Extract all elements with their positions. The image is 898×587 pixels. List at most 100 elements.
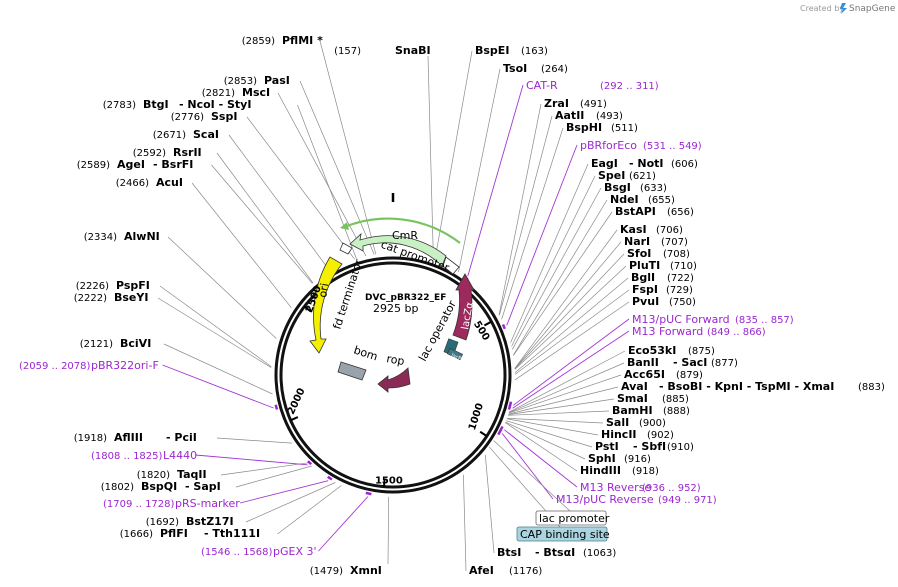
lac-promoter-leader — [493, 440, 571, 512]
site-rsrii: RsrII — [173, 146, 202, 159]
primer-leader — [195, 454, 308, 466]
leader-line — [514, 289, 630, 375]
primer-m13-puc-reverse: M13/pUC Reverse — [556, 493, 654, 506]
leader-line — [235, 465, 312, 488]
leader-line — [514, 265, 627, 370]
cap-binding-site-box[interactable]: CAP binding site — [516, 526, 610, 542]
leader-line — [163, 343, 273, 395]
site-eagi: EagI — [591, 157, 618, 170]
site-position: (875) — [688, 346, 715, 357]
primer-pbr322ori-f: pBR322ori-F — [91, 359, 159, 372]
leader-line — [514, 253, 625, 370]
site-position: (621) — [629, 171, 656, 182]
leader-line — [167, 236, 277, 340]
feature-bom-label: bom — [352, 343, 379, 363]
site-afliii: AflIII — [114, 431, 143, 444]
site-bspei: BspEI — [475, 44, 509, 57]
site-position: (729) — [666, 285, 693, 296]
site-position: (750) — [669, 297, 696, 308]
leader-line — [511, 187, 602, 350]
primer-range: (936 .. 952) — [642, 483, 701, 494]
leader-line — [499, 115, 553, 316]
leader-line — [508, 386, 619, 415]
site-position: (1063) — [583, 548, 616, 559]
site-position: (710) — [670, 261, 697, 272]
site-banii: BanII — [627, 356, 659, 369]
site-isoschizomers: - BsoBI - KpnI - TspMI - XmaI — [659, 380, 834, 393]
leader-line — [514, 241, 622, 369]
primer-arc — [307, 460, 313, 466]
leader-line — [508, 374, 622, 414]
site-bseyi: BseYI — [114, 291, 148, 304]
site-position: (900) — [639, 418, 666, 429]
site-sfoi: SfoI — [627, 247, 651, 260]
site-afei: AfeI — [469, 564, 494, 577]
site-tsoi: TsoI — [503, 62, 527, 75]
leader-line — [514, 301, 630, 381]
feature-cmr-label: CmR — [392, 229, 418, 242]
primer-m13-puc-forward: M13/pUC Forward — [632, 313, 730, 326]
primer-arc — [497, 429, 503, 436]
leader-line — [157, 297, 272, 368]
primer-range: (531 .. 549) — [643, 141, 702, 152]
primer-range: (2059 .. 2078) — [19, 361, 91, 372]
site-alwni: AlwNI — [124, 230, 160, 243]
leader-line — [319, 40, 377, 255]
leader-line — [501, 127, 564, 320]
site-isoschizomers: - SacI — [673, 356, 707, 369]
primer-range: (1709 .. 1728) — [103, 499, 175, 510]
leader-line — [211, 164, 313, 284]
feature-lacza[interactable]: lacZα — [452, 273, 476, 341]
primer-cat-r: CAT-R — [526, 79, 558, 92]
leader-line — [427, 55, 434, 260]
primer-range: (292 .. 311) — [600, 81, 659, 92]
feature-lacza-label: lacZα — [460, 301, 476, 331]
leader-line — [220, 462, 309, 476]
leader-line — [159, 285, 272, 367]
site-position: (2466) — [116, 178, 149, 189]
site-scai: ScaI — [193, 128, 219, 141]
site-position: (883) — [858, 382, 885, 393]
lac-promoter-box[interactable]: lac promoter — [535, 510, 610, 526]
site-bstz17i: BstZ17I — [186, 515, 234, 528]
lac-promoter-box-label: lac promoter — [539, 512, 610, 525]
leader-line — [387, 496, 390, 565]
site-acc65i: Acc65I — [624, 368, 665, 381]
site-bgli: BglI — [631, 271, 655, 284]
primer-leader — [512, 330, 630, 409]
tick-2000 — [290, 416, 299, 422]
leader-line — [505, 422, 578, 472]
site-position: (493) — [596, 111, 623, 122]
site-position: (888) — [663, 406, 690, 417]
feature-rop[interactable]: rop — [377, 352, 411, 393]
leader-line — [507, 417, 604, 424]
feature-cmr[interactable]: CmR — [340, 217, 461, 267]
site-position: (706) — [656, 225, 683, 236]
site-agei: AgeI — [117, 158, 145, 171]
plasmid-size: 2925 bp — [373, 302, 418, 315]
brand-name: SnapGene — [849, 4, 896, 14]
primer-arc — [327, 475, 333, 481]
feature-ori[interactable]: ori — [309, 256, 343, 354]
feature-fd-terminator[interactable]: fd terminator — [330, 242, 366, 331]
leader-line — [511, 175, 596, 347]
site-pflmi-: PflMI * — [282, 34, 323, 47]
feature-lacp[interactable]: lacP — [446, 347, 464, 362]
tick-label-1000: 1000 — [467, 402, 486, 432]
site-nari: NarI — [624, 235, 650, 248]
primer-prs-marker: pRS-marker — [175, 497, 240, 510]
site-position: (2821) — [202, 88, 235, 99]
tick-1500 — [382, 478, 386, 487]
site-position: (264) — [541, 64, 568, 75]
site-position: (916) — [624, 454, 651, 465]
site-position: (2859) — [242, 36, 275, 47]
primer-range: (949 .. 971) — [658, 495, 717, 506]
leader-lines — [157, 40, 630, 572]
leader-line — [508, 362, 625, 413]
feature-bom[interactable]: bom — [337, 343, 379, 381]
site-xmni: XmnI — [350, 564, 382, 577]
primer-leader — [239, 480, 329, 504]
leader-line — [513, 211, 613, 356]
